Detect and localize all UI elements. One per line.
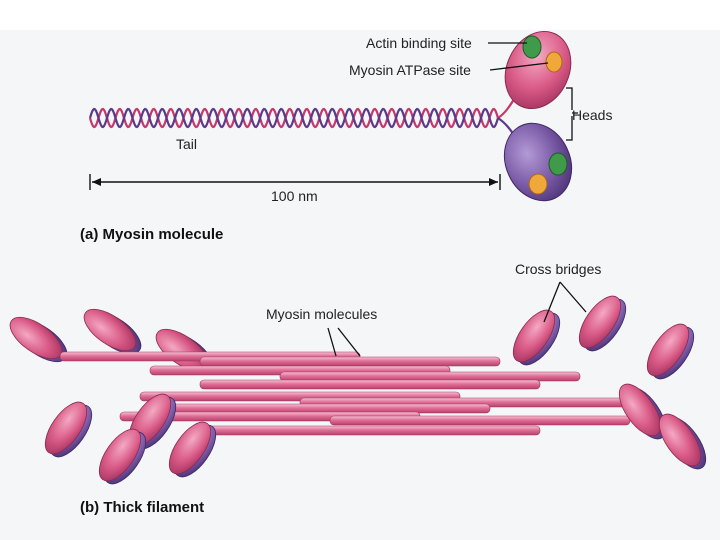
atpase-site-marker [546,52,562,72]
label-tail: Tail [176,137,197,151]
actin-binding-site-marker [523,36,541,58]
atpase-site-marker-lower [529,174,547,194]
filament-rod-5 [200,380,540,389]
caption-myosin-molecule: (a) Myosin molecule [80,227,223,242]
label-heads: Heads [572,108,612,122]
filament-rod-11 [200,426,540,435]
filament-rod-2 [200,357,500,366]
label-length: 100 nm [271,189,318,203]
label-myosin-molecules: Myosin molecules [266,307,377,321]
filament-rod-10 [330,416,630,425]
label-cross-bridges: Cross bridges [515,262,601,276]
filament-rod-8 [170,404,490,413]
actin-binding-site-marker-lower [549,153,567,175]
label-myosin-atpase-site: Myosin ATPase site [349,63,471,77]
caption-thick-filament: (b) Thick filament [80,500,204,515]
label-actin-binding-site: Actin binding site [366,36,472,50]
filament-rod-4 [280,372,580,381]
